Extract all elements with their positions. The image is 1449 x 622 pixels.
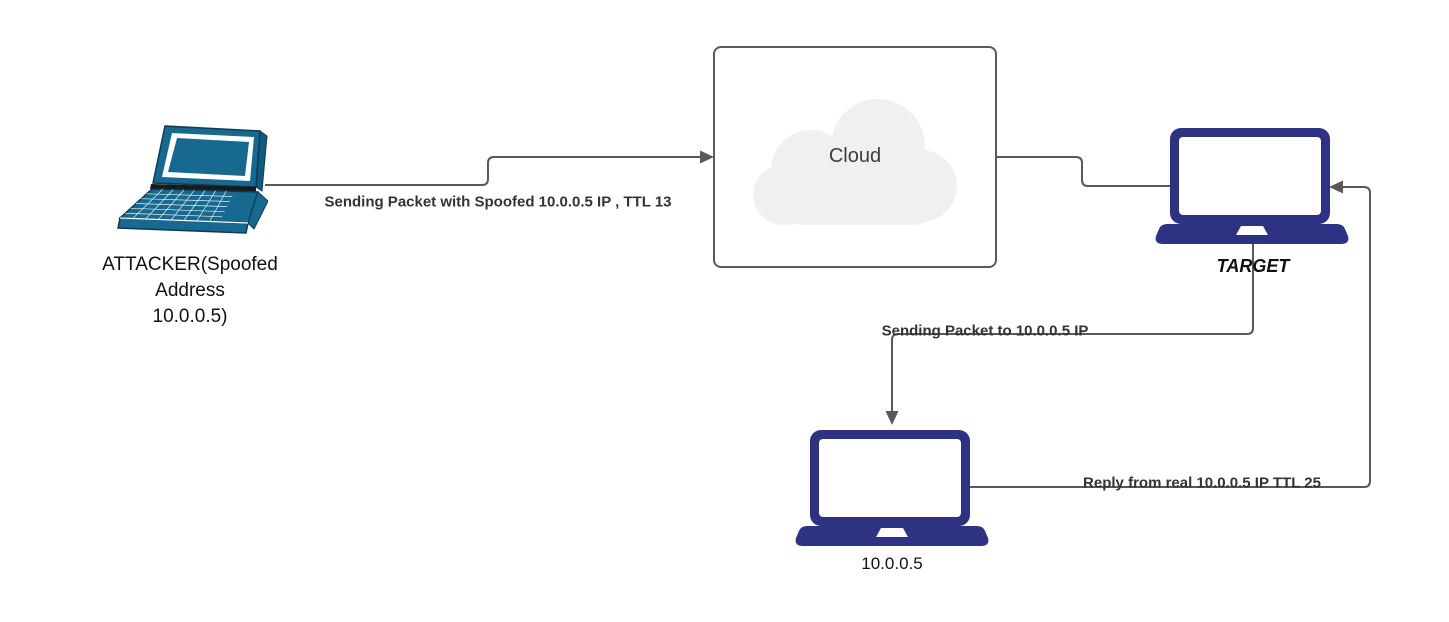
connector-target-to-real-host (891, 244, 1254, 411)
cloud-label: Cloud (828, 145, 882, 167)
arrowhead-icon (700, 150, 714, 164)
target-laptop-icon (1155, 128, 1349, 244)
connector-cloud-to-target (995, 156, 1175, 187)
cloud-icon (753, 99, 957, 225)
connector-attacker-to-cloud (265, 156, 700, 186)
attacker-label-line: 10.0.0.5) (152, 306, 228, 327)
edge-label-send-packet: Sending Packet to 10.0.0.5 IP (881, 322, 1089, 340)
cloud-node: Cloud (713, 46, 997, 268)
target-label: TARGET (1216, 256, 1290, 276)
edge-label-reply: Reply from real 10.0.0.5 IP TTL 25 (1083, 474, 1321, 492)
connector-real-host-to-target (968, 186, 1371, 488)
attacker-label-line: Address (155, 280, 225, 301)
edge-label-spoofed-packet: Sending Packet with Spoofed 10.0.0.5 IP … (324, 193, 672, 211)
arrowhead-icon (1329, 180, 1343, 194)
real-host-label: 10.0.0.5 (861, 554, 923, 573)
attacker-label-line: ATTACKER(Spoofed (102, 254, 278, 275)
real-host-laptop-icon (795, 430, 989, 546)
attacker-laptop-icon (117, 125, 268, 234)
arrowhead-icon (885, 411, 899, 425)
attacker-label: ATTACKER(Spoofed Address 10.0.0.5) (88, 252, 292, 330)
